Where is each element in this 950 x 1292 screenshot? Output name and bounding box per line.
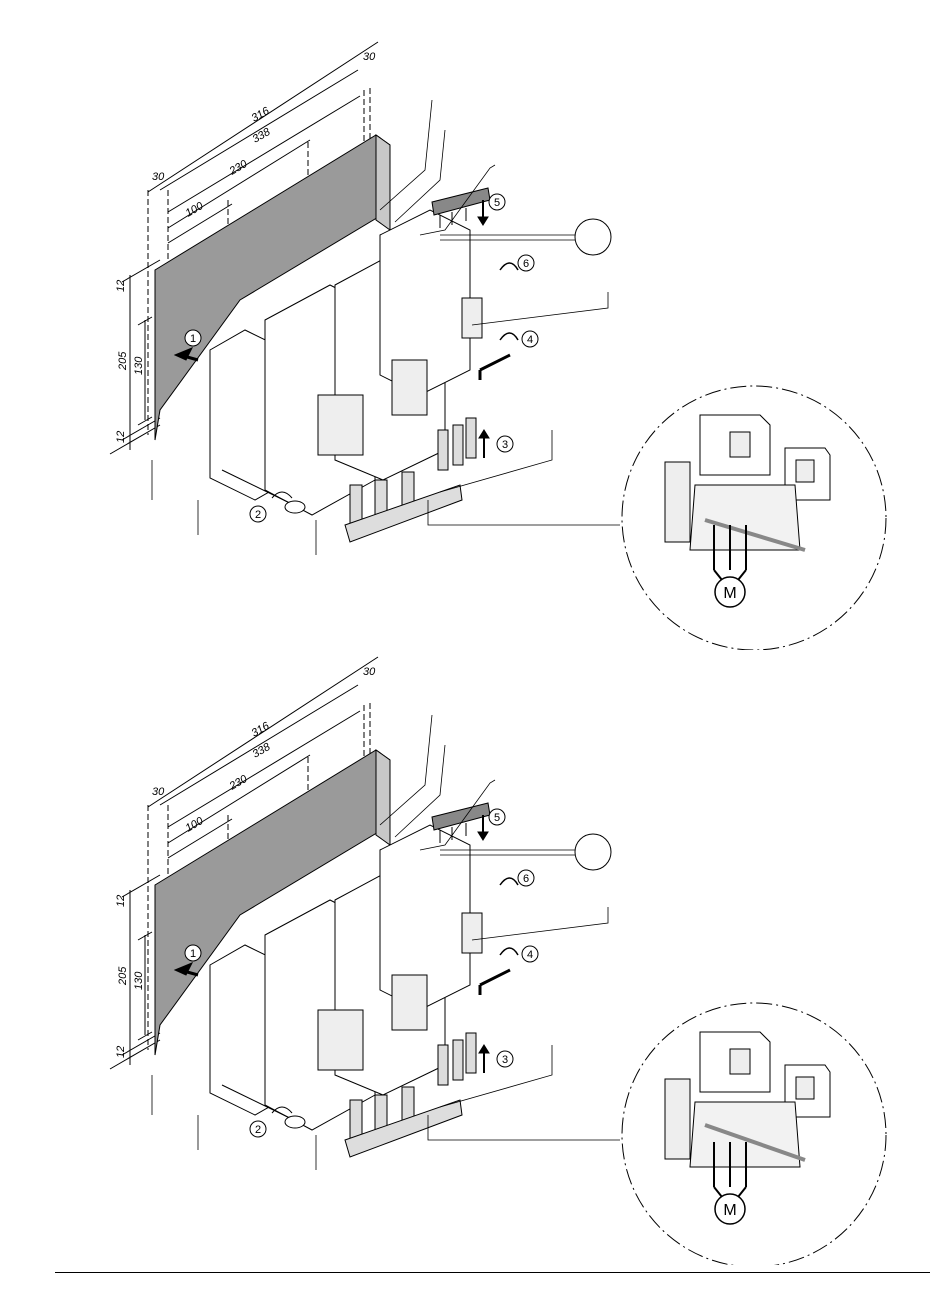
step-1: 1 [190, 333, 196, 345]
dim-338: 338 [251, 126, 274, 146]
dim-30-top: 30 [363, 51, 376, 63]
step-2: 2 [255, 1124, 261, 1136]
dim-30-left: 30 [152, 171, 165, 183]
step-6: 6 [523, 873, 529, 885]
dim-316: 316 [250, 105, 273, 125]
assembly-diagram-bottom: M 30 316 338 230 100 30 12 205 130 12 1 … [0, 645, 950, 1265]
arrow-6 [500, 263, 518, 270]
dim-100: 100 [184, 200, 207, 220]
dim-205: 205 [117, 351, 129, 371]
motor-label: M [723, 585, 736, 602]
step-4: 4 [527, 334, 533, 346]
reference-circle [575, 219, 611, 255]
dim-12-upper: 12 [115, 280, 127, 292]
allen-key [480, 355, 510, 380]
dim-30-left: 30 [152, 786, 165, 798]
dim-130: 130 [133, 356, 145, 375]
dim-100: 100 [184, 815, 207, 835]
arrow-4 [500, 333, 518, 340]
reference-circle [575, 834, 611, 870]
step-1: 1 [190, 948, 196, 960]
step-5: 5 [494, 812, 500, 824]
dim-205: 205 [117, 966, 129, 986]
step-3: 3 [502, 1054, 508, 1066]
dim-338: 338 [251, 741, 274, 761]
dim-130: 130 [133, 971, 145, 990]
step-5: 5 [494, 197, 500, 209]
step-6: 6 [523, 258, 529, 270]
assembly-diagram-top: M 30 316 338 230 100 30 12 205 130 12 1 … [0, 30, 950, 650]
arrow-6 [500, 878, 518, 885]
dim-316: 316 [250, 720, 273, 740]
dim-12-upper: 12 [115, 895, 127, 907]
allen-key [480, 970, 510, 995]
dim-30-top: 30 [363, 666, 376, 678]
step-2: 2 [255, 509, 261, 521]
footer-rule [55, 1272, 930, 1273]
dim-12-lower: 12 [115, 1046, 127, 1058]
step-3: 3 [502, 439, 508, 451]
motor-label: M [723, 1202, 736, 1219]
arrow-4 [500, 948, 518, 955]
step-4: 4 [527, 949, 533, 961]
dim-12-lower: 12 [115, 431, 127, 443]
